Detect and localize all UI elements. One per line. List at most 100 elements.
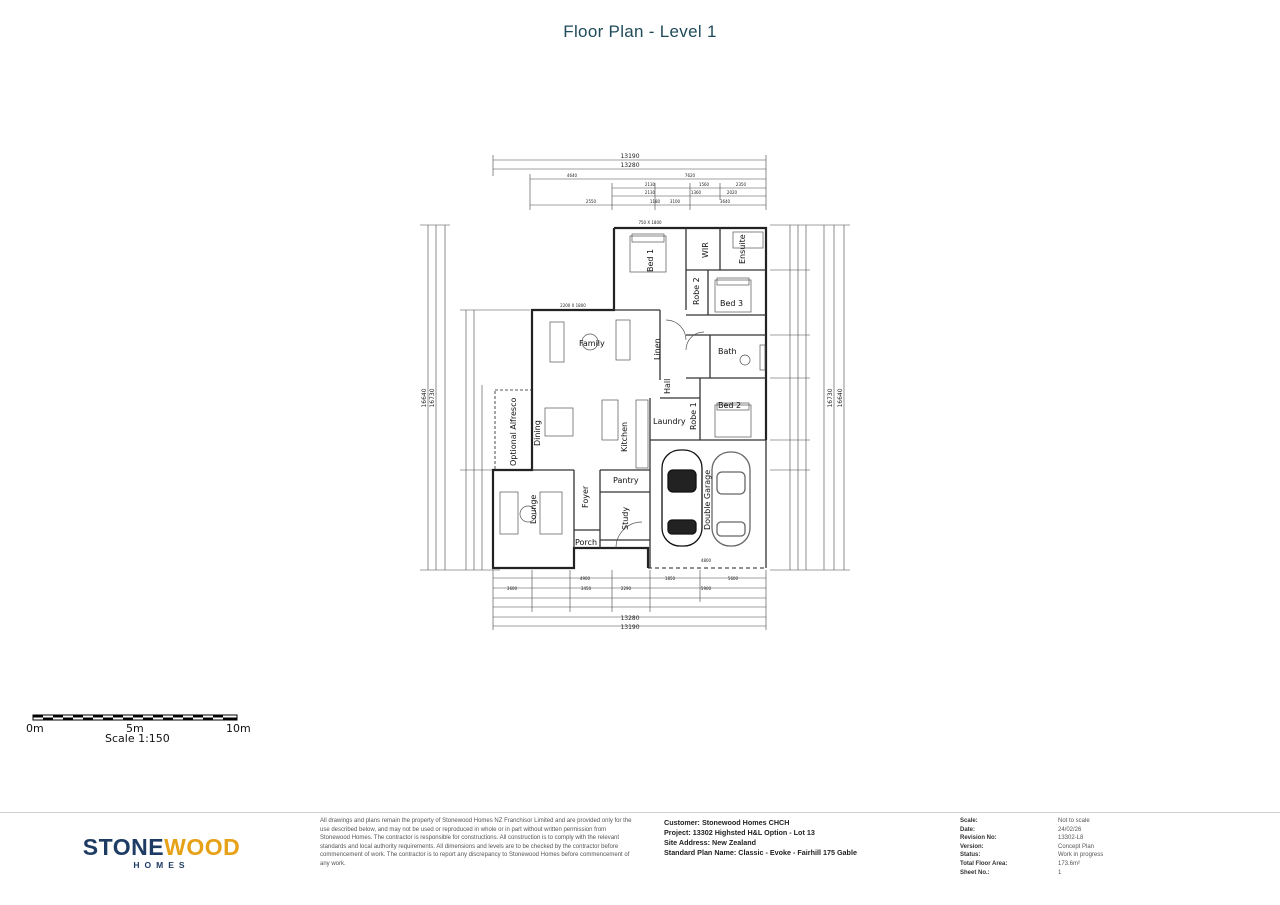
meta-value: 24/02/26 [1058, 826, 1082, 833]
standard-plan-line: Standard Plan Name: Classic - Evoke - Fa… [664, 848, 857, 857]
dim-bottom-row1-c: 5600 [728, 576, 739, 581]
room-pantry: Pantry [613, 476, 639, 485]
room-ensuite: Ensuite [738, 234, 747, 264]
dim-top-row4-a: 2130 [645, 182, 656, 187]
room-kitchen: Kitchen [620, 422, 629, 452]
interior-walls [532, 228, 766, 568]
dim-top-overall-1: 13190 [620, 153, 639, 160]
meta-key: Revision No: [960, 835, 997, 842]
dimension-labels: 13190 13280 4640 7620 2130 1560 2350 213… [507, 153, 747, 631]
scale-bar: 0m 5m 10m Scale 1:150 [26, 712, 260, 752]
dim-left-overall-1: 16640 [421, 388, 428, 407]
dim-top-overall-2: 13280 [620, 162, 639, 169]
room-bath: Bath [718, 347, 737, 356]
dim-top-row6-a: 2550 [586, 199, 597, 204]
dim-top-row3-a: 4640 [567, 173, 578, 178]
dim-top-row5-a: 2130 [645, 190, 656, 195]
room-robe1: Robe 1 [689, 402, 698, 430]
dim-bottom-overall-1: 13280 [620, 615, 639, 622]
dim-top-row6-c: 3100 [670, 199, 681, 204]
dim-top-row5-c: 2020 [727, 190, 738, 195]
dim-left-overall-2: 16730 [429, 388, 436, 407]
floor-plan-drawing: Bed 1 WIR Ensuite Robe 2 Bed 3 Family Li… [420, 153, 850, 631]
meta-row: Scale: Not to scale [960, 817, 1160, 826]
meta-value: Not to scale [1058, 818, 1090, 824]
meta-value: Concept Plan [1058, 843, 1095, 850]
dim-window-bed1: 750 X 1800 [638, 220, 662, 225]
meta-key: Scale: [960, 818, 978, 824]
meta-row: Date: 24/02/26 [960, 826, 1160, 835]
room-lounge: Lounge [529, 495, 538, 524]
dim-bottom-row1-a: 4900 [580, 576, 591, 581]
meta-value: 1 [1058, 869, 1062, 876]
project-info: Customer: Stonewood Homes CHCH Project: … [664, 818, 924, 858]
room-dining: Dining [533, 420, 542, 446]
meta-key: Total Floor Area: [960, 860, 1008, 867]
scale-tick-0: 0m [26, 722, 44, 735]
room-bed3: Bed 3 [720, 299, 743, 308]
room-foyer: Foyer [581, 485, 590, 508]
meta-row: Status: Work in progress [960, 851, 1160, 860]
dim-right-overall-2: 16640 [837, 388, 844, 407]
dim-bottom-row1-b: 1850 [665, 576, 676, 581]
site-address-line: Site Address: New Zealand [664, 838, 756, 847]
page-title: Floor Plan - Level 1 [563, 22, 717, 41]
room-robe2: Robe 2 [692, 277, 701, 305]
meta-key: Date: [960, 826, 976, 833]
dim-top-row5-b: 1360 [691, 190, 702, 195]
dim-bottom-overall-2: 13190 [620, 624, 639, 631]
room-bed1: Bed 1 [646, 249, 655, 272]
project-line: Project: 13302 Highsted H&L Option - Lot… [664, 828, 815, 837]
vertical-dimension-labels: 16640 16730 16730 16640 [421, 388, 844, 407]
dim-garage-door: 4800 [701, 558, 712, 563]
meta-row: Total Floor Area: 173.6m² [960, 860, 1160, 869]
furniture [499, 231, 766, 549]
scale-tick-5: 5m [126, 722, 144, 735]
disclaimer-text: All drawings and plans remain the proper… [320, 818, 632, 867]
room-porch: Porch [575, 538, 597, 547]
footer-divider [0, 812, 1280, 813]
scale-tick-10: 10m [226, 722, 251, 735]
room-linen: Linen [653, 338, 662, 360]
meta-key: Sheet No.: [960, 869, 990, 876]
meta-value: 13302-L8 [1058, 835, 1084, 842]
meta-key: Status: [960, 852, 981, 859]
logo-wordmark: STONEWOOD [74, 835, 249, 859]
meta-key: Version: [960, 843, 984, 850]
dimension-lines [420, 155, 850, 630]
meta-value: 173.6m² [1058, 860, 1081, 867]
room-laundry: Laundry [653, 417, 686, 426]
dim-bottom-row2-b: 3450 [581, 586, 592, 591]
stonewood-logo: STONEWOOD HOMES [74, 835, 249, 870]
meta-value: Work in progress [1058, 852, 1104, 859]
dim-bottom-row2-a: 3600 [507, 586, 518, 591]
dim-top-row3-b: 7620 [685, 173, 696, 178]
dim-top-row4-b: 1560 [699, 182, 710, 187]
dim-top-row4-c: 2350 [736, 182, 747, 187]
dim-window-family: 2200 X 1800 [560, 303, 586, 308]
room-hall: Hall [663, 379, 672, 394]
dim-right-overall-1: 16730 [827, 388, 834, 407]
meta-row: Version: Concept Plan [960, 843, 1160, 852]
customer-line: Customer: Stonewood Homes CHCH [664, 818, 790, 827]
exterior-walls [491, 226, 768, 570]
dim-top-row6-b: 1180 [650, 199, 661, 204]
scale-bar-graphic [32, 714, 238, 721]
room-bed2: Bed 2 [718, 401, 741, 410]
room-optional-alfresco: Optional Alfresco [509, 398, 518, 466]
dim-bottom-row2-c: 2290 [621, 586, 632, 591]
dim-bottom-row2-d: 5900 [701, 586, 712, 591]
room-double-garage: Double Garage [703, 470, 712, 530]
logo-wood: WOOD [164, 834, 241, 860]
meta-row: Revision No: 13302-L8 [960, 834, 1160, 843]
room-study: Study [621, 507, 630, 530]
meta-row: Sheet No.: 1 [960, 869, 1160, 878]
sheet-meta: Scale: Not to scale Date: 24/02/26 Revisio… [960, 817, 1160, 877]
logo-homes: HOMES [133, 860, 190, 870]
room-wir: WIR [701, 242, 710, 258]
scale-label: Scale 1:150 [105, 732, 170, 745]
dim-top-row6-d: 3640 [720, 199, 731, 204]
room-family: Family [579, 339, 605, 348]
garage-cars [661, 449, 751, 547]
logo-stone: STONE [82, 834, 165, 860]
